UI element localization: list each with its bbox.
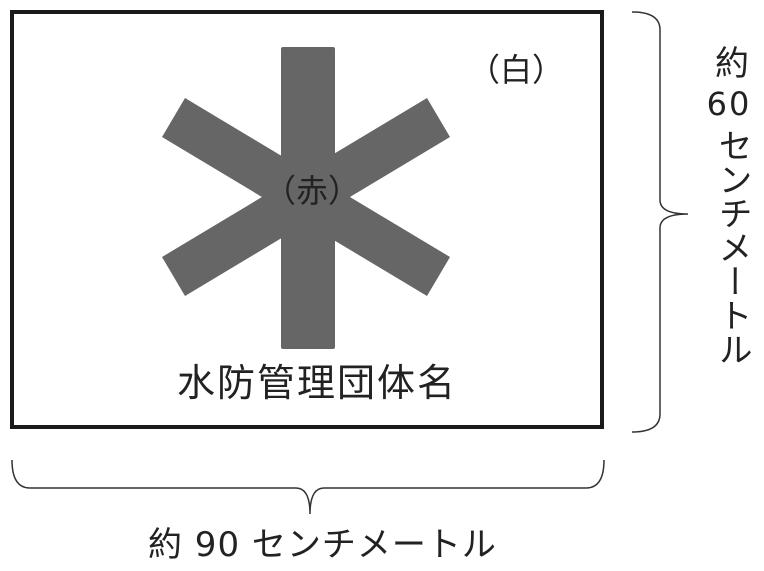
organization-name: 水防管理団体名 <box>177 361 458 405</box>
background-color-label: （白） <box>468 51 565 89</box>
width-brace <box>11 459 605 515</box>
height-brace <box>631 11 689 433</box>
height-value: 60 <box>706 85 752 123</box>
height-prefix: 約 <box>715 44 749 84</box>
asterisk-diagonal-bar-2 <box>162 98 450 296</box>
symbol-color-label: （赤） <box>264 172 361 210</box>
height-unit: センチメートル <box>712 128 752 366</box>
height-dimension-label: 約 60 センチメートル <box>707 44 752 366</box>
width-dimension-label: 約 90 センチメートル <box>148 525 497 565</box>
